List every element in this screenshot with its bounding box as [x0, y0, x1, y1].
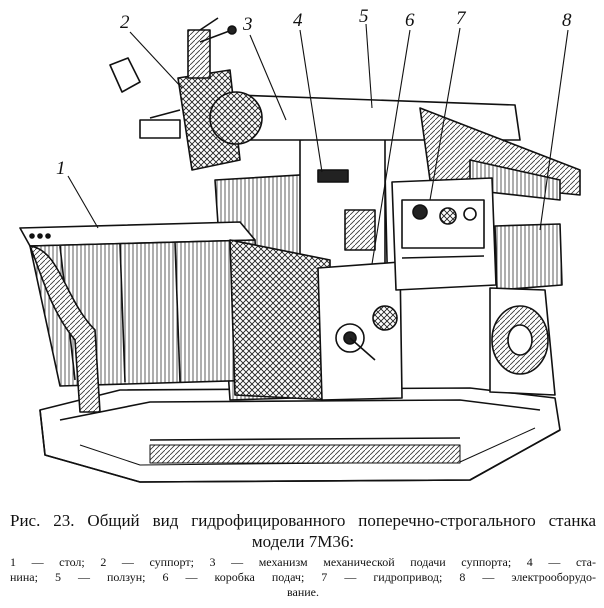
- callout-6: 6: [405, 10, 415, 31]
- work-table: [19, 221, 263, 413]
- machine-illustration: 1 2 3 4 5 6 7 8: [19, 6, 581, 483]
- electrical-equipment: [489, 223, 563, 396]
- figure-caption: Рис. 23. Общий вид гидрофицированного по…: [10, 510, 596, 600]
- caption-legend-line-3: вание.: [286, 585, 319, 599]
- tool-head: [109, 17, 263, 171]
- callout-labels: 1 2 3 4 5 6 7 8: [56, 6, 572, 179]
- feed-gearbox: [229, 239, 403, 401]
- callout-2: 2: [120, 12, 130, 33]
- callout-8: 8: [562, 10, 572, 31]
- callout-5: 5: [359, 6, 369, 27]
- ram: [234, 94, 581, 201]
- caption-legend-line-1: 1 — стол; 2 — суппорт; 3 — механизм меха…: [10, 555, 596, 569]
- callout-7: 7: [456, 8, 467, 29]
- caption-legend-line-2: нина; 5 — ползун; 6 — коробка подач; 7 —…: [10, 570, 596, 584]
- callout-leaders: [67, 23, 569, 265]
- hydraulic-drive: [391, 177, 497, 291]
- callout-3: 3: [242, 14, 253, 35]
- callout-1: 1: [56, 158, 66, 179]
- caption-title: Рис. 23. Общий вид гидрофицированного по…: [10, 511, 596, 551]
- machine-base: [39, 387, 561, 483]
- caption-legend: 1 — стол; 2 — суппорт; 3 — механизм меха…: [10, 555, 596, 600]
- callout-4: 4: [293, 10, 303, 31]
